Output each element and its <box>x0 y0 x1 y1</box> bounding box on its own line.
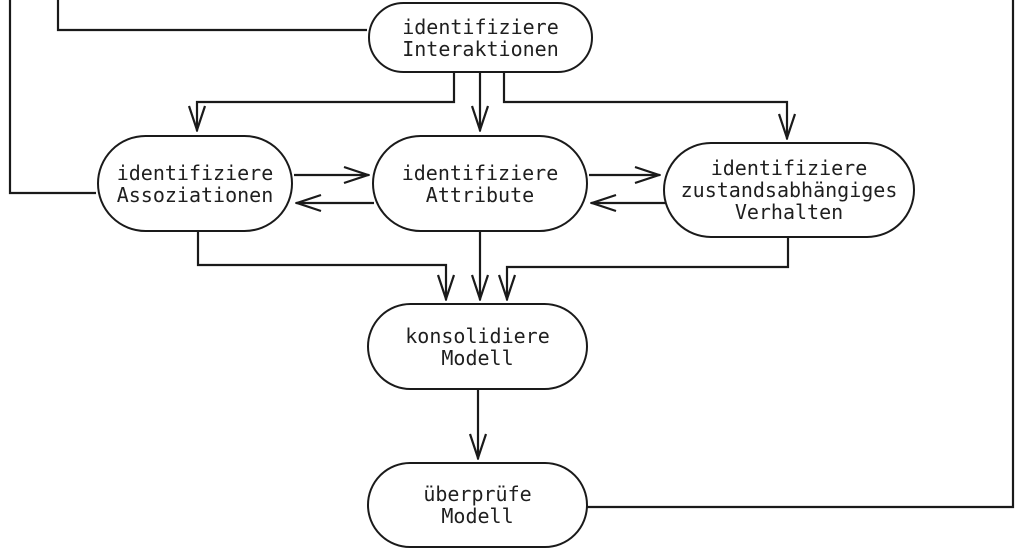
edge-assoziationen-to-konsolidiere <box>196 231 446 300</box>
node-identifiziere-interaktionen: identifiziere Interaktionen <box>368 2 593 73</box>
node-identifiziere-attribute-label: identifiziere Attribute <box>401 160 559 207</box>
node-ueberpruefe-modell-label: überprüfe Modell <box>423 482 532 528</box>
node-konsolidiere-modell-label: konsolidiere Modell <box>405 323 550 370</box>
node-identifiziere-assoziationen-label: identifiziere Assoziationen <box>116 160 274 207</box>
edge-ueberpruefe-feedback-right <box>587 0 1015 509</box>
node-ueberpruefe-modell: überprüfe Modell <box>367 462 588 548</box>
node-identifiziere-interaktionen-label: identifiziere Interaktionen <box>402 14 559 61</box>
edge-top-feedback-to-assoziationen <box>8 0 96 195</box>
edge-interaktionen-to-assoziationen <box>197 73 456 131</box>
edge-interaktionen-to-verhalten <box>502 73 787 139</box>
node-identifiziere-assoziationen: identifiziere Assoziationen <box>97 135 293 232</box>
node-identifiziere-zustandsabhaengiges-verhalten-label: identifiziere zustandsabhängiges Verhalt… <box>680 156 898 224</box>
node-identifiziere-attribute: identifiziere Attribute <box>372 135 588 232</box>
edge-verhalten-to-konsolidiere <box>507 237 790 300</box>
edge-top-feedback-to-interaktionen <box>56 0 367 32</box>
node-identifiziere-zustandsabhaengiges-verhalten: identifiziere zustandsabhängiges Verhalt… <box>663 142 915 238</box>
node-konsolidiere-modell: konsolidiere Modell <box>367 303 588 390</box>
